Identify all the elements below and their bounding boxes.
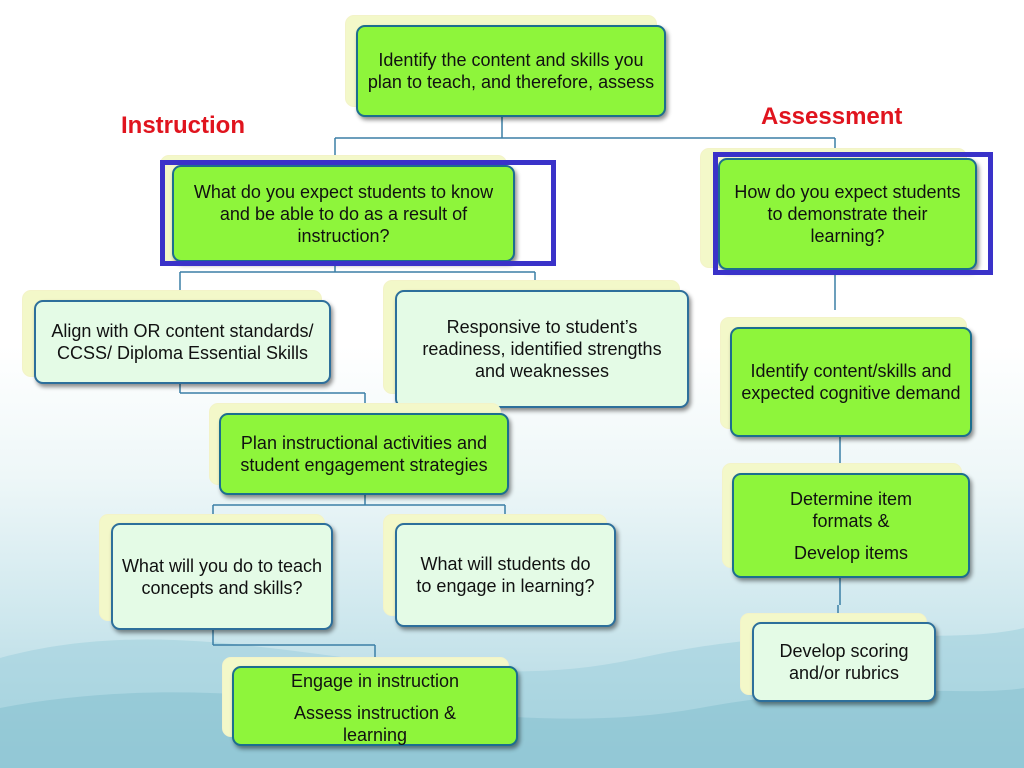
scoring-rubrics-text: Develop scoring and/or rubrics — [779, 641, 909, 683]
item-formats-line1: Determine item formats & — [789, 488, 913, 531]
engage-assess-line2: Assess instruction & learning — [293, 703, 457, 745]
expect-demonstrate-text: How do you expect students to demonstrat… — [734, 182, 961, 246]
students-engage-text: What will students do to engage in learn… — [416, 554, 595, 596]
assessment-label: Assessment — [761, 103, 903, 130]
item-formats-line2: Develop items — [793, 542, 909, 563]
responsive-text: Responsive to student’s readiness, ident… — [422, 317, 662, 381]
engage-assess-line1: Engage in instruction — [290, 671, 460, 691]
teach-concepts-text: What will you do to teach concepts and s… — [121, 555, 323, 598]
instruction-label: Instruction — [121, 112, 245, 139]
identify-content-text: Identify the content and skills you plan… — [367, 50, 655, 92]
align-standards-text: Align with OR content standards/ CCSS/ D… — [51, 321, 314, 363]
identify-cognitive-text: Identify content/skills and expected cog… — [741, 361, 961, 403]
plan-activities-text: Plan instructional activities and studen… — [240, 433, 488, 475]
expect-know-text: What do you expect students to know and … — [193, 181, 494, 246]
